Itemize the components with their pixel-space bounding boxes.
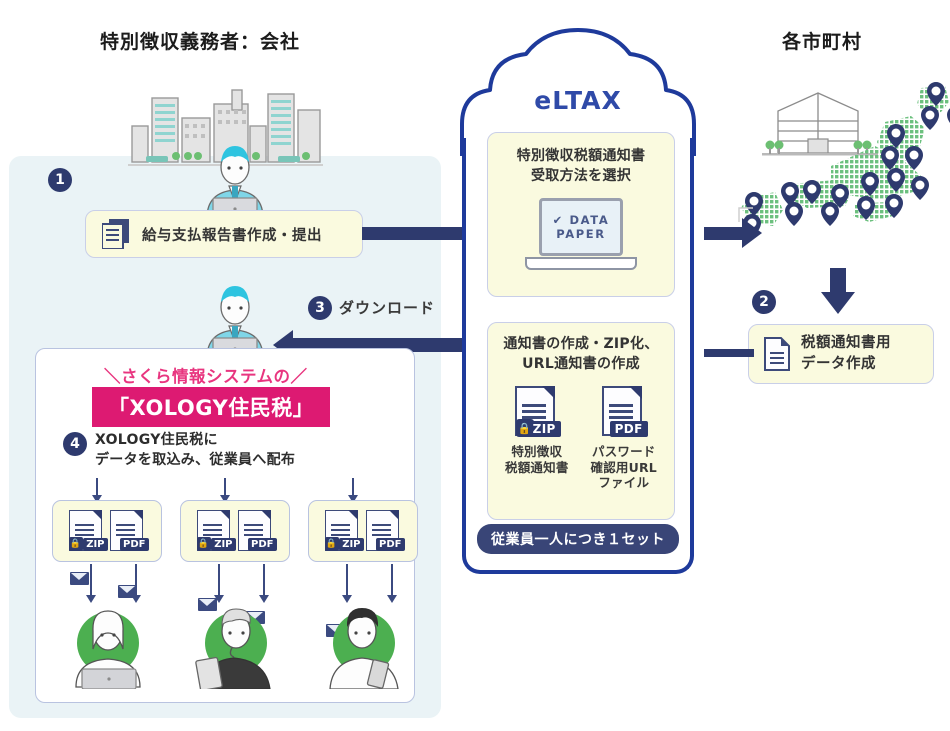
zip-file-icon-3: 🔒 ZIP xyxy=(324,510,364,552)
laptop-base xyxy=(525,257,637,271)
laptop-option-data: ✔ DATA xyxy=(552,213,610,228)
lock-icon-1: 🔒 xyxy=(68,537,83,551)
lock-icon-2: 🔒 xyxy=(196,537,211,551)
japan-map-illustration xyxy=(738,82,950,238)
pdf-caption-l3: ファイル xyxy=(598,475,650,491)
zip-tag-2: ZIP xyxy=(211,538,236,551)
pdf-file-icon: PDF xyxy=(601,386,648,438)
employee-at-laptop-illustration-1 xyxy=(206,146,264,220)
zip-tag: ZIP xyxy=(527,421,561,438)
section-title-municipality: 各市町村 xyxy=(782,31,863,53)
pdf-tag-1: PDF xyxy=(120,538,149,551)
zip-caption-l1: 特別徴収 xyxy=(511,444,563,460)
zip-caption: 特別徴収 税額通知書 xyxy=(505,444,569,475)
employee-set-1: 🔒 ZIP PDF xyxy=(52,500,162,562)
employee-person-3 xyxy=(329,608,399,689)
zip-tag-1: ZIP xyxy=(83,538,108,551)
arrow-to-empset-3 xyxy=(348,478,358,503)
mail-icon-2a xyxy=(198,598,217,611)
arrow-to-person-1b xyxy=(131,564,141,603)
arrow-to-empset-2 xyxy=(220,478,230,503)
connector-municipality-to-eltax xyxy=(704,349,754,357)
step4-line2: データを取込み、従業員へ配布 xyxy=(95,452,296,469)
arrow-to-person-2b xyxy=(259,564,269,603)
arrow-to-person-3a xyxy=(342,564,352,603)
cloud-outline-icon xyxy=(460,28,696,156)
employee-person-2 xyxy=(195,608,271,689)
employee-set-3: 🔒 ZIP PDF xyxy=(308,500,418,562)
step2-box[interactable]: 税額通知書用 データ作成 xyxy=(748,324,934,384)
zip-caption-l2: 税額通知書 xyxy=(505,459,569,475)
section-title-company: 特別徴収義務者：会社 xyxy=(100,31,301,53)
arrow-to-person-2a xyxy=(214,564,224,603)
step4-line1: XOLOGY住民税に xyxy=(95,432,218,448)
sakura-tagline: ＼さくら情報システムの／ xyxy=(104,367,308,386)
laptop-option-paper: PAPER xyxy=(556,227,606,242)
zip-file-icon: 🔒 ZIP xyxy=(514,386,561,438)
arrow-municipality-down-shaft xyxy=(830,268,846,294)
eltax-box-select-method[interactable]: 特別徴収税額通知書 受取方法を選択 ✔ DATA PAPER xyxy=(487,132,675,297)
eltax-box1-line2: 受取方法を選択 xyxy=(530,167,632,184)
municipal-office-illustration xyxy=(762,92,878,156)
eltax-box2-line1: 通知書の作成・ZIP化、 xyxy=(503,336,659,352)
laptop-illustration: ✔ DATA PAPER xyxy=(525,198,637,271)
pdf-tag-3: PDF xyxy=(376,538,405,551)
pdf-tag: PDF xyxy=(609,421,648,438)
step1-box-label: 給与支払報告書作成・提出 xyxy=(142,227,322,244)
eltax-box-create-notice[interactable]: 通知書の作成・ZIP化、 URL通知書の作成 🔒 ZIP 特別徴収 税額通知書 xyxy=(487,322,675,520)
pdf-file-icon-3: PDF xyxy=(365,510,405,552)
arrow-to-empset-1 xyxy=(92,478,102,503)
employee-person-1 xyxy=(75,610,141,689)
mail-icon-1a xyxy=(70,572,89,585)
zip-file-icon-1: 🔒 ZIP xyxy=(68,510,108,552)
step-4-badge: 4 xyxy=(63,432,87,456)
arrow-to-person-3b xyxy=(387,564,397,603)
step2-line1: 税額通知書用 xyxy=(801,334,891,351)
connector-company-to-eltax xyxy=(362,227,470,240)
pdf-file-icon-1: PDF xyxy=(109,510,149,552)
one-set-per-employee-pill: 従業員一人につき１セット xyxy=(477,524,679,554)
pdf-caption-l1: パスワード xyxy=(592,444,656,460)
zip-tag-3: ZIP xyxy=(339,538,364,551)
pdf-file-icon-2: PDF xyxy=(237,510,277,552)
document-icon xyxy=(764,337,790,371)
employee-set-2: 🔒 ZIP PDF xyxy=(180,500,290,562)
pdf-tag-2: PDF xyxy=(248,538,277,551)
mail-icon-1b xyxy=(118,585,137,598)
pdf-caption: パスワード 確認用URL ファイル xyxy=(591,444,657,491)
eltax-box2-line2: URL通知書の作成 xyxy=(522,355,640,372)
step2-line2: データ作成 xyxy=(801,356,876,372)
xology-banner: 「XOLOGY住民税」 xyxy=(92,387,331,427)
eltax-box1-line1: 特別徴収税額通知書 xyxy=(516,148,646,164)
step2-box-label: 税額通知書用 データ作成 xyxy=(801,333,891,375)
step-3-badge: 3 xyxy=(308,296,332,320)
arrow-to-municipality-head xyxy=(742,218,762,248)
pdf-caption-l2: 確認用URL xyxy=(590,459,657,475)
step-1-badge: 1 xyxy=(48,168,72,192)
laptop-screen: ✔ DATA PAPER xyxy=(539,198,623,257)
connector-eltax-to-municipality xyxy=(704,227,742,240)
zip-file-icon-2: 🔒 ZIP xyxy=(196,510,236,552)
eltax-label: eLTAX xyxy=(534,86,622,115)
eltax-file-pdf: PDF パスワード 確認用URL ファイル xyxy=(591,386,657,491)
step1-box[interactable]: 給与支払報告書作成・提出 xyxy=(85,210,363,258)
step3-label: ダウンロード xyxy=(339,299,436,317)
step-2-badge: 2 xyxy=(752,290,776,314)
arrow-to-person-1a xyxy=(86,564,96,603)
lock-icon-3: 🔒 xyxy=(324,537,339,551)
step4-text: XOLOGY住民税に データを取込み、従業員へ配布 xyxy=(95,430,295,471)
eltax-file-zip: 🔒 ZIP 特別徴収 税額通知書 xyxy=(505,386,569,475)
arrow-municipality-down-head xyxy=(821,292,855,314)
document-stack-icon xyxy=(102,219,129,249)
